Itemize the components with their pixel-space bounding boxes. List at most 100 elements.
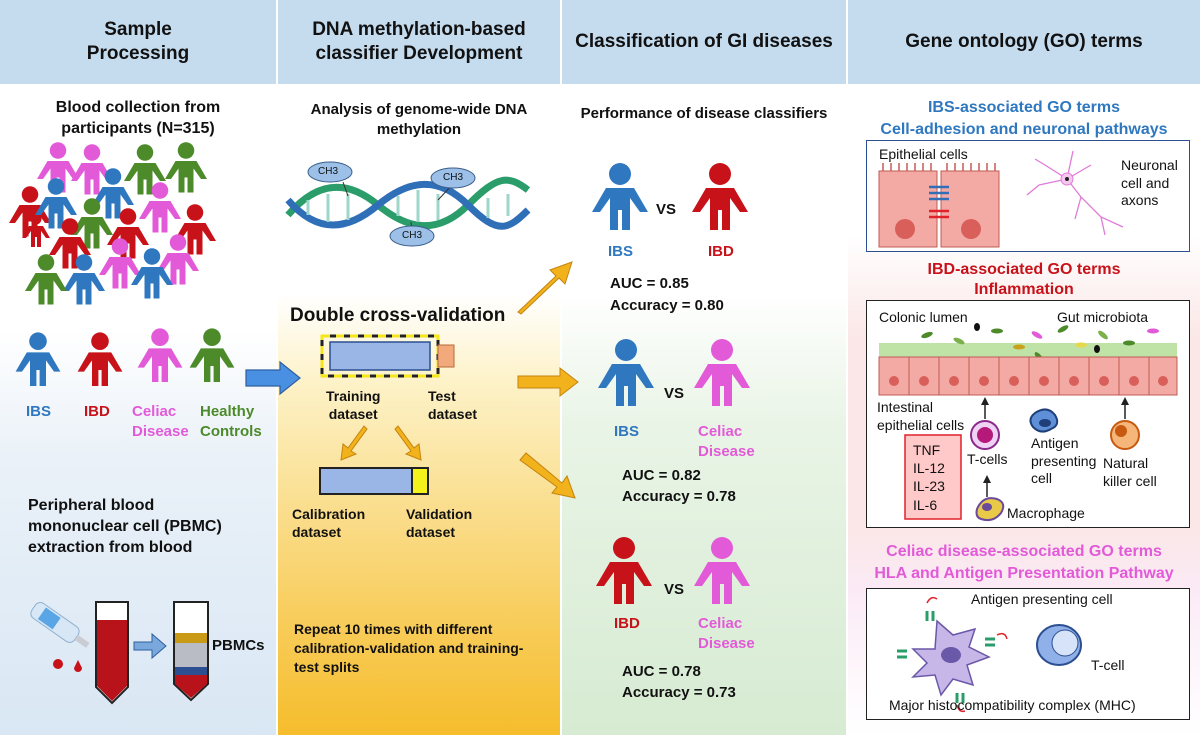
cytokine-tnf: TNF: [913, 442, 941, 458]
pbmc-label: PBMCs: [212, 637, 265, 654]
dna-helix-illustration: [285, 161, 531, 247]
ibs-person-icon: [592, 163, 648, 230]
epithelial-neuronal-illustration: [878, 150, 1124, 248]
ibd-go-title: IBD-associated GO terms: [927, 261, 1121, 278]
ibd-person-icon: [77, 332, 123, 386]
repeat-note: Repeat 10 times with different calibrati…: [294, 621, 524, 675]
ibs-go-subtitle: Cell-adhesion and neuronal pathways: [880, 121, 1168, 138]
comparison-3-b: Celiac Disease: [698, 615, 755, 652]
ibs-person-icon: [15, 332, 61, 386]
cytokine-il12: IL-12: [913, 460, 945, 477]
natural-killer-cell-icon: [1110, 420, 1140, 450]
nk-cell-label: Natural killer cell: [1103, 455, 1157, 489]
header-sample-processing: Sample Processing: [0, 0, 276, 84]
blood-collection-title: Blood collection from participants (N=31…: [55, 99, 221, 137]
header-gene-ontology: Gene ontology (GO) terms: [848, 0, 1200, 84]
celiac-go-title: Celiac disease-associated GO terms: [886, 543, 1162, 560]
celiac-person-icon: [694, 339, 750, 406]
comparison-2-accuracy: Accuracy = 0.78: [622, 488, 736, 505]
ibs-go-panel: Epithelial cells Neuronal cell and axons: [866, 140, 1190, 252]
ibd-go-panel: Colonic lumen Gut microbiota Intestinal …: [866, 300, 1190, 528]
ch3-bubble-icon: [430, 167, 476, 189]
mhc-icon: [897, 596, 1008, 713]
colonic-lumen-label: Colonic lumen: [879, 309, 968, 325]
ibs-go-title: IBS-associated GO terms: [927, 99, 1121, 116]
blood-tube: [95, 601, 129, 705]
syringe-icon: [30, 602, 90, 648]
comparison-2-auc: AUC = 0.82: [622, 467, 701, 484]
pbmc-extraction-illustration: [30, 601, 209, 705]
split-arrows: [340, 425, 422, 461]
ch3-bubble-icon: [389, 225, 435, 247]
dendritic-cell-icon: [911, 619, 991, 697]
celiac-go-subtitle: HLA and Antigen Presentation Pathway: [874, 565, 1174, 582]
legend-celiac: Celiac Disease: [132, 403, 189, 440]
macrophage-icon: [975, 497, 1005, 522]
cytokine-il23: IL-23: [913, 478, 945, 495]
intestinal-epithelium-icon: [878, 356, 1178, 396]
comparison-1-a: IBS: [608, 243, 634, 260]
ch3-bubble-icon: [307, 161, 353, 183]
calibration-validation-bar: [319, 467, 429, 495]
t-cell-label: T-cell: [1091, 657, 1125, 673]
flow-arrow-to-classifier: [245, 360, 301, 396]
comparison-1-b: IBD: [708, 243, 734, 260]
pbmc-title: Peripheral blood mononuclear cell (PBMC)…: [28, 497, 222, 556]
apc-label-2: Antigen presenting cell: [971, 591, 1113, 607]
ibd-go-subtitle: Inflammation: [974, 281, 1074, 298]
separated-tube: [173, 601, 209, 702]
intestinal-epithelial-label: Intestinal epithelial cells: [877, 399, 965, 433]
calibration-dataset-label: Calibration dataset: [292, 506, 366, 540]
ibd-person-icon: [596, 537, 652, 604]
comparison-1-accuracy: Accuracy = 0.80: [610, 297, 724, 314]
apc-label: Antigen presenting cell: [1031, 435, 1097, 486]
legend-figures: [15, 328, 235, 386]
comparison-1-auc: AUC = 0.85: [610, 275, 689, 292]
epithelial-cells-icon: [878, 163, 1000, 248]
crowd-figures: [9, 142, 216, 305]
test-dataset-label: Test dataset: [428, 388, 478, 422]
flow-arrows-to-classification: [517, 261, 579, 499]
methylation-analysis-title: Analysis of genome-wide DNA methylation: [310, 101, 528, 138]
double-cv-title: Double cross-validation: [290, 305, 506, 326]
header-classification: Classification of GI diseases: [562, 0, 846, 84]
celiac-person-icon: [137, 328, 183, 382]
healthy-person-icon: [189, 328, 235, 382]
epithelial-cells-label: Epithelial cells: [879, 146, 968, 162]
vs-label: VS: [656, 201, 677, 218]
macrophage-label: Macrophage: [1007, 505, 1085, 521]
comparison-2-b: Celiac Disease: [698, 423, 755, 460]
legend-ibs: IBS: [26, 403, 52, 420]
comparison-3-a: IBD: [614, 615, 640, 632]
celiac-person-icon: [694, 537, 750, 604]
ch3-label-1: CH3: [318, 166, 339, 177]
t-cells-label: T-cells: [967, 451, 1008, 467]
column-classification-bg: [562, 0, 846, 735]
training-dataset-label: Training dataset: [326, 388, 381, 422]
mhc-label: Major histocompatibility complex (MHC): [889, 697, 1136, 713]
validation-dataset-label: Validation dataset: [406, 506, 473, 540]
ibd-person-icon: [692, 163, 748, 230]
cytokine-il6: IL-6: [913, 496, 938, 513]
gut-microbiota-label: Gut microbiota: [1057, 309, 1149, 325]
antigen-presenting-cell-icon: [1029, 408, 1059, 433]
classifier-performance-title: Performance of disease classifiers: [580, 105, 828, 122]
inflammation-illustration: [878, 323, 1178, 522]
legend-ibd: IBD: [84, 403, 110, 420]
comparison-3-accuracy: Accuracy = 0.73: [622, 684, 736, 701]
header-classifier-development: DNA methylation-based classifier Develop…: [278, 0, 560, 84]
neuron-icon: [1026, 150, 1124, 236]
antigen-presentation-illustration: [897, 596, 1082, 713]
ibs-person-icon: [598, 339, 654, 406]
legend-healthy: Healthy Controls: [200, 403, 262, 440]
comparison-2-a: IBS: [614, 423, 640, 440]
tube-arrow-icon: [133, 632, 167, 660]
celiac-go-panel: Antigen presenting cell T-cell Major his…: [866, 588, 1190, 720]
cytokine-box: [904, 434, 962, 520]
vs-label: VS: [664, 385, 685, 402]
ch3-label-2: CH3: [443, 172, 464, 183]
comparison-3-auc: AUC = 0.78: [622, 663, 701, 680]
t-cell-icon: [1036, 624, 1082, 666]
ch3-label-3: CH3: [402, 230, 423, 241]
training-test-bar: [320, 334, 455, 378]
